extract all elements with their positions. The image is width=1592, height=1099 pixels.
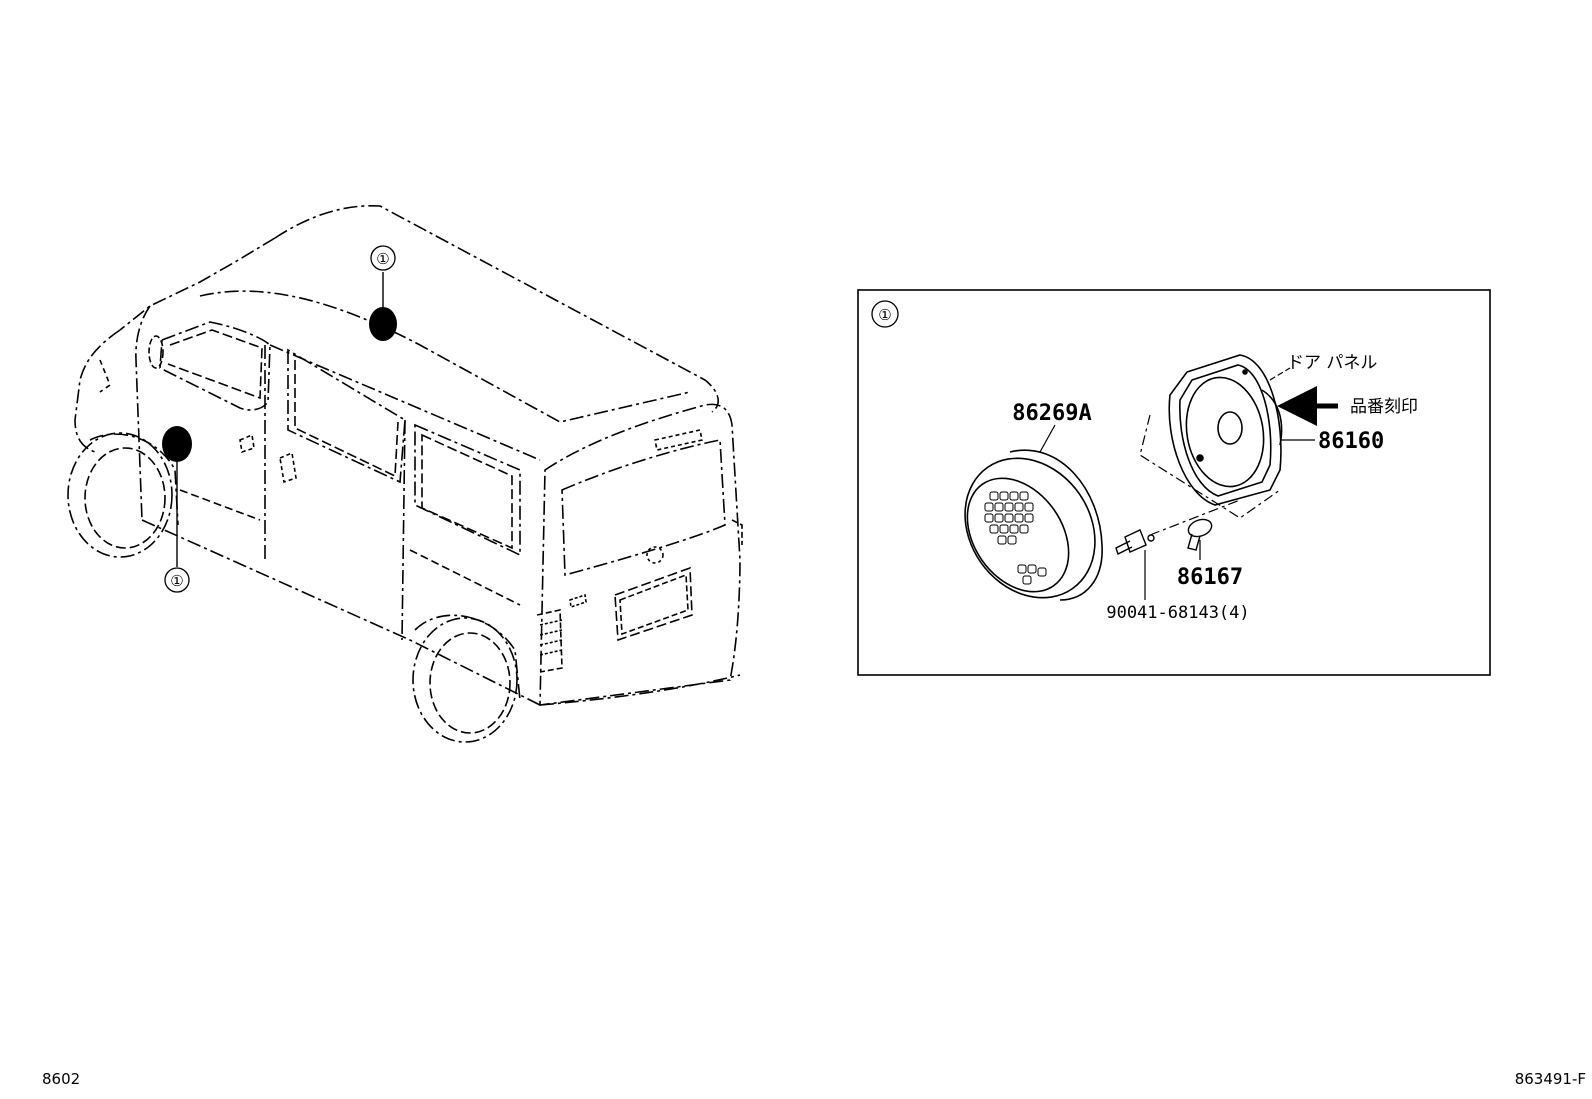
van-illustration [67,204,743,743]
callout-marker-roof: ① [370,245,396,271]
clip-illustration [1187,518,1213,551]
door-panel-outline [1139,414,1281,519]
grille-leader-line [1039,424,1056,453]
door-panel-label: ドア パネル [1287,353,1377,373]
callout-marker-text: ① [376,250,389,268]
detail-box [857,289,1491,676]
footer-right-code: 863491-F [1515,1070,1586,1088]
footer-left-code: 8602 [42,1070,80,1088]
door-panel-leader [1269,367,1291,381]
speaker-illustration [1168,354,1283,506]
screw-illustration [1115,529,1155,555]
callout-marker-door: ① [164,567,190,593]
speaker-grille-illustration [964,449,1103,601]
screw-part-label: 90041-68143(4) [1106,603,1249,623]
grille-part-label: 86269A [1012,401,1091,426]
callout-marker-text: ① [170,572,183,590]
speaker-part-label: 86160 [1318,429,1384,454]
speaker-location-roof [369,272,397,341]
screw-dash-line [1149,499,1241,536]
detail-box-marker-text: ① [878,306,891,324]
detail-box-marker: ① [871,300,899,328]
part-number-stamp-label: 品番刻印 [1350,397,1418,417]
speaker-location-front-door [162,426,192,567]
clip-part-label: 86167 [1177,565,1243,590]
